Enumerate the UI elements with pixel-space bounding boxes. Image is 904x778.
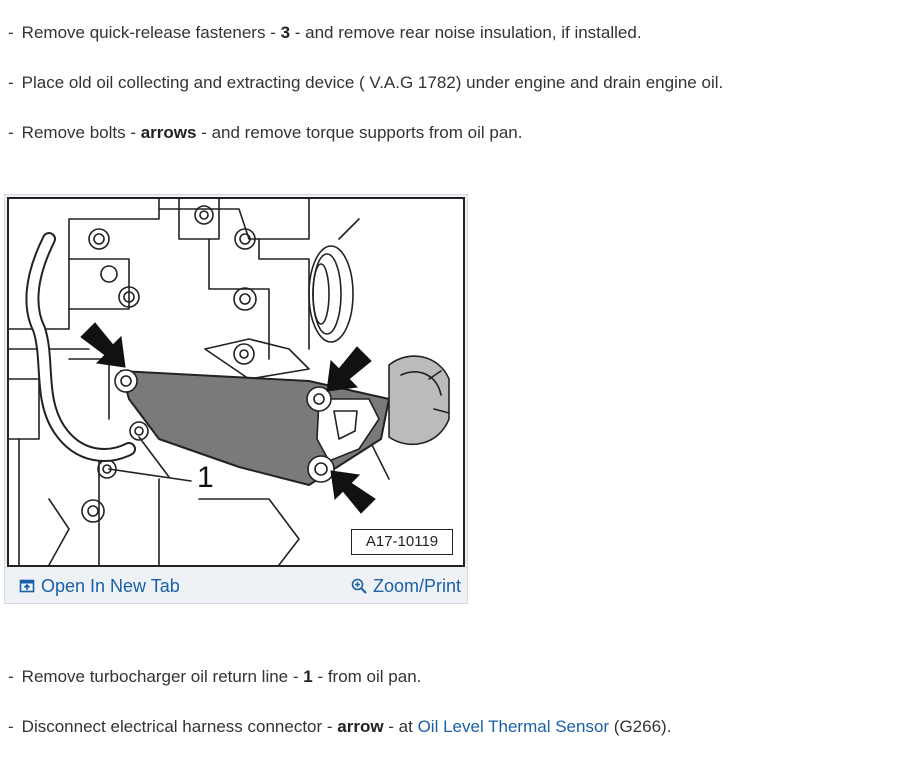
step-dash: - (8, 123, 14, 142)
callout-label: 1 (197, 461, 214, 494)
step-text: Remove quick-release fasteners - (21, 23, 281, 42)
step-text: Disconnect electrical harness connector … (21, 717, 338, 736)
arrow-markers (80, 322, 376, 514)
open-tab-icon (19, 579, 35, 593)
step-bold-ref: 3 (280, 23, 291, 42)
step-text: - at (383, 717, 418, 736)
step-bold-ref: 1 (303, 667, 313, 686)
step-remove-oil-return-line: -Remove turbocharger oil return line - 1… (8, 666, 421, 688)
open-in-new-tab-label: Open In New Tab (41, 576, 180, 596)
engine-diagram[interactable]: 1 A17-10119 (7, 197, 465, 567)
step-dash: - (8, 667, 14, 686)
step-dash: - (8, 23, 14, 42)
step-text: - and remove rear noise insulation, if i… (290, 23, 642, 42)
step-disconnect-connector: -Disconnect electrical harness connector… (8, 716, 671, 738)
step-text: - from oil pan. (312, 667, 422, 686)
step-text: (G266). (609, 717, 672, 736)
oil-level-thermal-sensor-link[interactable]: Oil Level Thermal Sensor (417, 717, 610, 736)
figure-reference-code: A17-10119 (351, 529, 453, 555)
zoom-in-icon (351, 578, 367, 594)
open-in-new-tab-link[interactable]: Open In New Tab (19, 575, 180, 597)
step-remove-bolts: -Remove bolts - arrows - and remove torq… (8, 122, 522, 144)
step-bold-ref: arrows (140, 123, 197, 142)
step-text: Remove turbocharger oil return line - (21, 667, 304, 686)
arrow-marker (80, 322, 126, 368)
step-text: Remove bolts - (21, 123, 141, 142)
zoom-print-link[interactable]: Zoom/Print (351, 575, 461, 597)
step-text: - and remove torque supports from oil pa… (196, 123, 523, 142)
step-dash: - (8, 73, 14, 92)
zoom-print-label: Zoom/Print (372, 576, 461, 596)
figure-panel: 1 A17-10119 Open In New Tab Zoom/Print (4, 194, 468, 604)
arrow-marker (326, 346, 372, 392)
step-drain-oil: -Place old oil collecting and extracting… (8, 72, 723, 94)
arrow-marker (330, 470, 376, 514)
step-dash: - (8, 717, 14, 736)
step-remove-fasteners: -Remove quick-release fasteners - 3 - an… (8, 22, 642, 44)
step-text: Place old oil collecting and extracting … (21, 73, 724, 92)
figure-actions-bar: Open In New Tab Zoom/Print (5, 569, 469, 603)
step-bold-ref: arrow (337, 717, 384, 736)
engine-line-drawing (9, 199, 450, 565)
